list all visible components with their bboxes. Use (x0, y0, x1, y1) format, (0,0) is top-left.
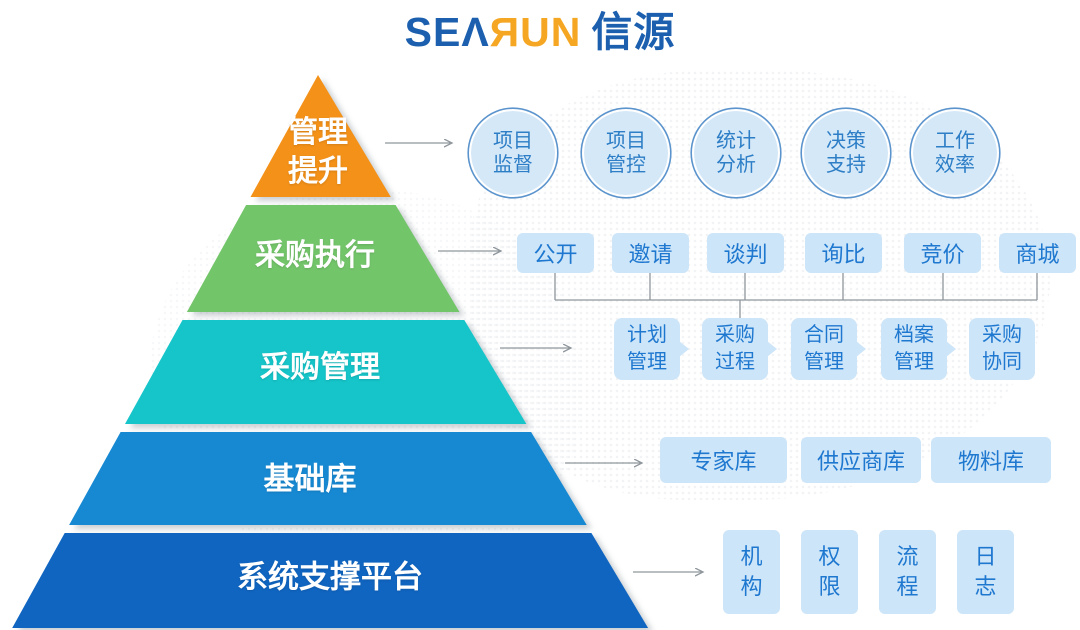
chip-label-line: 流 (896, 544, 919, 570)
circle-project-control: 项目 管控 (582, 109, 670, 197)
pyramid-level-3-label: 采购管理 (260, 351, 380, 384)
circle-decision-support: 决策 支持 (802, 109, 890, 197)
chip-label-line: 机 (740, 544, 763, 570)
chip-label-line: 管理 (894, 351, 934, 373)
circle-label-line: 项目 (493, 130, 533, 152)
chip-expert-library: 专家库 (660, 437, 787, 483)
circle-label-line: 分析 (716, 154, 756, 176)
chip-label-line: 权 (818, 544, 841, 570)
chip-contract-management: 合同 管理 (791, 318, 866, 380)
circle-label-line: 效率 (935, 154, 975, 176)
chip-organization: 机 构 (723, 530, 780, 614)
pyramid-level-4-label: 基础库 (263, 461, 357, 497)
chip-procurement-collaboration: 采购 协同 (969, 318, 1035, 380)
logo-text-xinyuan: 信源 (591, 9, 676, 55)
chip-label-line: 管理 (804, 351, 844, 373)
chip-label-line: 协同 (982, 351, 1022, 373)
circle-label-line: 统计 (716, 130, 756, 152)
circle-label-line: 项目 (606, 130, 646, 152)
circle-label-line: 监督 (493, 154, 533, 176)
circle-project-supervision: 项目 监督 (469, 109, 557, 197)
chip-label-line: 构 (740, 574, 763, 599)
circle-work-efficiency: 工作 效率 (911, 109, 999, 197)
chip-material-library: 物料库 (931, 437, 1051, 483)
circle-label-line: 支持 (826, 154, 866, 176)
chip-label-line: 采购 (982, 324, 1022, 346)
chip-workflow: 流 程 (879, 530, 936, 614)
chip-label-line: 管理 (627, 351, 667, 373)
chip-label-line: 限 (818, 574, 841, 599)
chip-logs: 日 志 (957, 530, 1014, 614)
chip-label-line: 日 (974, 544, 997, 570)
chip-label-line: 合同 (804, 324, 844, 346)
logo-text-run: ЯUN (489, 9, 582, 55)
chip-archive-management: 档案 管理 (881, 318, 956, 380)
chip-permissions: 权 限 (801, 530, 858, 614)
pyramid-level-1-shape (250, 75, 391, 197)
chip-supplier-library: 供应商库 (801, 437, 921, 483)
pyramid-level-5-label: 系统支撑平台 (237, 559, 423, 595)
pyramid-level-2-label: 采购执行 (255, 239, 375, 272)
chip-label-line: 采购 (715, 324, 755, 346)
pyramid-level-1-label: 管理 提升 (288, 113, 348, 191)
logo-text-sea: SEΛ (404, 9, 490, 55)
chip-competitive-pricing: 竞价 (904, 233, 981, 273)
chip-invitation: 邀请 (612, 233, 689, 273)
circle-statistical-analysis: 统计 分析 (692, 109, 780, 197)
pyramid-level-4-shape (69, 432, 587, 525)
pyramid-level-5-shape (12, 533, 649, 628)
chip-label-line: 程 (896, 574, 919, 599)
chip-open-bidding: 公开 (517, 233, 594, 273)
chip-label-line: 志 (974, 574, 997, 599)
pyramid-level-1-label-line1: 管理 (288, 116, 348, 149)
chip-negotiation: 谈判 (707, 233, 784, 273)
chip-label-line: 档案 (894, 324, 934, 346)
pyramid-level-3-shape (125, 320, 527, 424)
pyramid-level-2-shape (186, 205, 460, 312)
chip-inquiry: 询比 (805, 233, 882, 273)
pyramid-level-1-label-line2: 提升 (288, 155, 348, 188)
execution-to-procurement-connector (554, 273, 1038, 318)
chip-mall: 商城 (999, 233, 1076, 273)
chip-plan-management: 计划 管理 (614, 318, 689, 380)
circle-label-line: 管控 (606, 154, 646, 176)
circle-label-line: 工作 (935, 130, 975, 152)
circle-label-line: 决策 (826, 130, 866, 152)
chip-label-line: 过程 (715, 351, 755, 373)
chip-procurement-process: 采购 过程 (702, 318, 777, 380)
chip-label-line: 计划 (627, 324, 667, 346)
